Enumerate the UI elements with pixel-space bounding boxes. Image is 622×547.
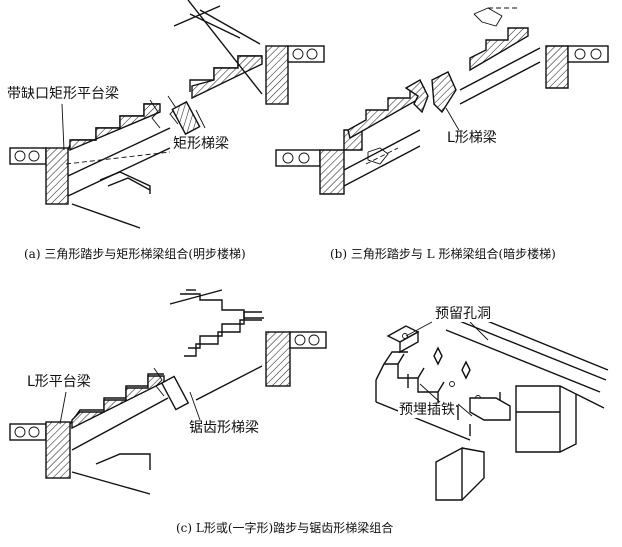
panel-c-lower-flight: [69, 373, 169, 495]
panel-c-platform-beam-leader: [59, 391, 67, 425]
panel-b-right-slab: [567, 45, 609, 63]
panel-a-left-platform-beam: [45, 147, 69, 205]
panel-a-stair-beam-leader: [195, 109, 206, 129]
panel-a-stair-beam-label: 矩形梯梁: [172, 136, 230, 152]
panel-a-left-slab: [9, 147, 47, 165]
panel-a-upper-flight: [173, 0, 263, 100]
tread-marker-1: [433, 346, 443, 366]
panel-c-right-platform-beam: [265, 331, 291, 387]
panel-c-break-mark: [153, 367, 165, 397]
panel-c-platform-beam-label: L形平台梁: [26, 374, 92, 390]
panel-c-reserved-hole-label: 预留孔洞: [434, 306, 492, 322]
reserved-hole-1: [402, 333, 408, 339]
panel-b-left-slab: [275, 149, 321, 167]
tread-marker-2: [461, 360, 471, 380]
panel-b-right-platform-beam: [545, 45, 569, 89]
panel-a-lower-beam-detail: [99, 171, 151, 194]
reserved-hole-2: [449, 381, 455, 387]
panel-c-tread-pieces: [386, 325, 481, 401]
panel-a-caption: (a) 三角形踏步与矩形梯梁组合(明步楼梯): [24, 247, 246, 261]
panel-b-l-beam-section-upper: [431, 71, 457, 114]
panel-c-stair-beam-section: [160, 375, 190, 411]
panel-b-lower-flight: [343, 87, 425, 187]
panel-b-caption: (b) 三角形踏步与 L 形梯梁组合(暗步楼梯): [330, 247, 556, 261]
panel-c-stair-beam-label: 锯齿形梯梁: [188, 420, 260, 436]
panel-b-left-platform-beam: [319, 149, 345, 195]
panel-c-upper-flight: [169, 289, 264, 401]
panel-a-platform-beam-leader: [61, 103, 65, 151]
panel-a-stair-beam-section: [171, 100, 201, 136]
embedded-iron-leader-b: [457, 403, 473, 417]
panel-b-l-beam-section-lower: [404, 79, 429, 114]
reserved-hole-leader-a: [405, 321, 433, 337]
panel-b-upper-flight: [459, 7, 541, 105]
panel-b-drawing: [275, 7, 609, 195]
panel-c-iso-platform-beam: [435, 385, 605, 501]
panel-c-left-platform-beam: [45, 421, 71, 479]
panel-a-platform-beam-label: 带缺口矩形平台梁: [6, 86, 120, 102]
panel-c-right-slab: [289, 331, 327, 349]
panel-c-left-slab: [9, 423, 47, 441]
panel-a-right-slab: [287, 45, 325, 63]
panel-c-stair-beam-leader: [189, 391, 201, 421]
panel-a-drawing: [9, 0, 325, 229]
embedded-iron-leader-a: [419, 383, 443, 405]
panel-a-right-platform-beam: [265, 45, 289, 105]
panel-b-stair-beam-leader: [445, 107, 461, 133]
panel-c-right-drawing: [375, 313, 609, 501]
panel-c-caption: (c) L形或(一字形)踏步与锯齿形梯梁组合: [176, 521, 394, 535]
panel-c-embedded-iron-label: 预埋插铁: [398, 402, 456, 418]
panel-c-left-drawing: [9, 289, 327, 495]
reserved-hole-leader-b: [469, 321, 489, 341]
panel-b-stair-beam-label: L形梯梁: [446, 130, 498, 146]
panel-a-lower-flight: [65, 103, 171, 229]
